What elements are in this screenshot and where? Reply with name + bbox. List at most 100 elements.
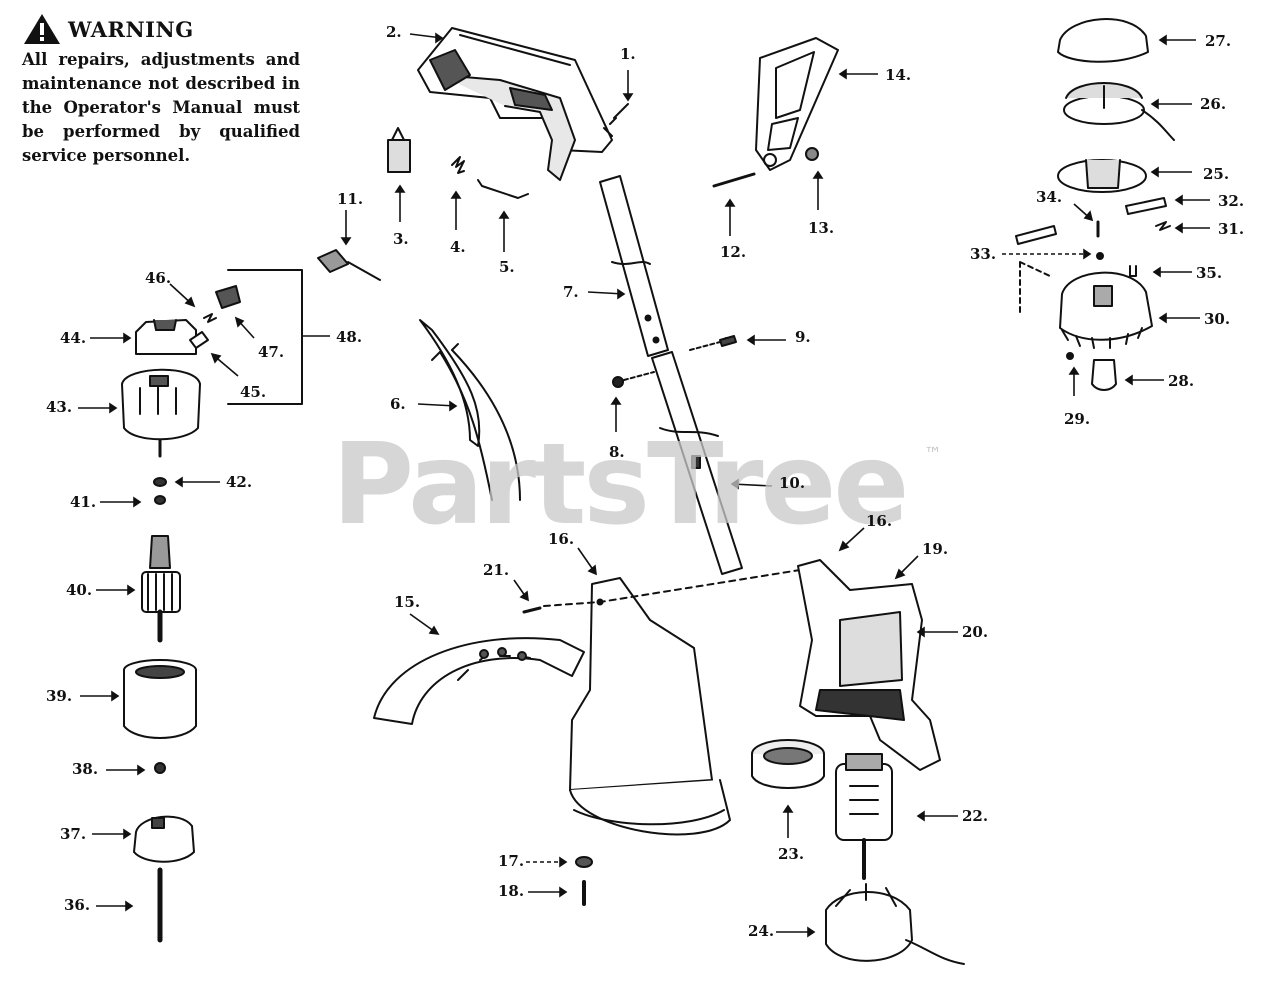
part-37-end-bell-lower <box>133 815 195 863</box>
callout-1[interactable]: 1. <box>620 45 636 63</box>
callout-8[interactable]: 8. <box>609 443 625 461</box>
part-28-bump-knob <box>1091 359 1117 391</box>
warning-text: All repairs, adjustments and maintenance… <box>22 50 300 165</box>
part-16-motor-housing-left <box>569 577 731 836</box>
callout-43[interactable]: 43. <box>46 398 73 416</box>
part-22-motor <box>835 753 893 880</box>
callout-33[interactable]: 33. <box>970 245 997 263</box>
callout-4[interactable]: 4. <box>450 238 466 256</box>
part-4-spring <box>451 156 465 174</box>
callout-5[interactable]: 5. <box>499 258 515 276</box>
callout-16-right[interactable]: 16. <box>866 512 893 530</box>
callout-32[interactable]: 32. <box>1218 192 1245 210</box>
callout-30[interactable]: 30. <box>1204 310 1231 328</box>
callout-45[interactable]: 45. <box>240 383 267 401</box>
callout-6[interactable]: 6. <box>390 395 406 413</box>
part-5-link <box>477 179 529 199</box>
callout-17[interactable]: 17. <box>498 852 525 870</box>
part-48-bracket <box>227 269 303 405</box>
warning-triangle-icon <box>24 14 60 44</box>
callout-37[interactable]: 37. <box>60 825 87 843</box>
callout-47[interactable]: 47. <box>258 343 285 361</box>
callout-2[interactable]: 2. <box>386 23 402 41</box>
part-24-hub <box>825 883 965 965</box>
callout-34[interactable]: 34. <box>1036 188 1063 206</box>
part-38-washer <box>154 762 166 774</box>
callout-44[interactable]: 44. <box>60 329 87 347</box>
part-17-washer <box>575 856 593 868</box>
callout-16-left[interactable]: 16. <box>548 530 575 548</box>
part-29-ball <box>1066 352 1074 360</box>
callout-3[interactable]: 3. <box>393 230 409 248</box>
part-27-cap <box>1057 18 1149 63</box>
part-34-dot <box>1096 252 1104 260</box>
part-13-knob <box>805 147 819 161</box>
callout-20[interactable]: 20. <box>962 623 989 641</box>
part-26-spool <box>1063 82 1175 141</box>
part-35-clip <box>1129 265 1137 277</box>
callout-27[interactable]: 27. <box>1205 32 1232 50</box>
part-39-field-housing <box>123 659 197 739</box>
part-43-end-bell <box>121 368 201 458</box>
part-6-cord <box>419 319 521 501</box>
partstree-watermark: PartsTree <box>332 420 909 550</box>
callout-21[interactable]: 21. <box>483 561 510 579</box>
part-21-screw <box>522 606 542 614</box>
warning-notice: WARNING All repairs, adjustments and mai… <box>22 12 300 168</box>
callout-35[interactable]: 35. <box>1196 264 1223 282</box>
callout-22[interactable]: 22. <box>962 807 989 825</box>
callout-26[interactable]: 26. <box>1200 95 1227 113</box>
callout-9[interactable]: 9. <box>795 328 811 346</box>
part-12-bolt <box>712 172 756 188</box>
callout-13[interactable]: 13. <box>808 219 835 237</box>
part-3-switch <box>387 127 411 173</box>
callout-18[interactable]: 18. <box>498 882 525 900</box>
callout-36[interactable]: 36. <box>64 896 91 914</box>
callout-42[interactable]: 42. <box>226 473 253 491</box>
callout-48[interactable]: 48. <box>336 328 363 346</box>
callout-19[interactable]: 19. <box>922 540 949 558</box>
part-10-lower-tube <box>651 351 743 575</box>
part-7-upper-tube <box>599 175 669 357</box>
callout-23[interactable]: 23. <box>778 845 805 863</box>
part-8-nut <box>612 376 624 388</box>
part-32-pin <box>1125 197 1167 215</box>
part-31-spring <box>1155 221 1171 231</box>
callout-24[interactable]: 24. <box>748 922 775 940</box>
callout-10[interactable]: 10. <box>779 474 806 492</box>
part-44-brush-holder <box>135 319 197 355</box>
callout-12[interactable]: 12. <box>720 243 747 261</box>
part-47-terminal <box>215 285 241 309</box>
part-40-armature <box>141 535 181 643</box>
part-25-spool-base <box>1057 159 1147 193</box>
part-41-washer <box>154 495 166 505</box>
part-2-handle-housing <box>417 27 613 181</box>
part-46-spring <box>203 313 217 323</box>
callout-38[interactable]: 38. <box>72 760 99 778</box>
part-42-washer <box>153 477 167 487</box>
trademark-symbol: ™ <box>924 444 942 465</box>
callout-29[interactable]: 29. <box>1064 410 1091 428</box>
part-1-screw <box>603 103 629 137</box>
part-23-bearing-cap <box>751 739 825 789</box>
callout-25[interactable]: 25. <box>1203 165 1230 183</box>
callout-31[interactable]: 31. <box>1218 220 1245 238</box>
callout-39[interactable]: 39. <box>46 687 73 705</box>
part-14-assist-handle <box>755 37 839 171</box>
callout-7[interactable]: 7. <box>563 283 579 301</box>
callout-41[interactable]: 41. <box>70 493 97 511</box>
part-33-pin <box>1015 225 1057 245</box>
part-9-bolt-head <box>719 335 737 347</box>
part-45-brush <box>189 331 209 349</box>
callout-40[interactable]: 40. <box>66 581 93 599</box>
warning-title: WARNING <box>68 16 194 42</box>
callout-11[interactable]: 11. <box>337 190 364 208</box>
callout-14[interactable]: 14. <box>885 66 912 84</box>
callout-28[interactable]: 28. <box>1168 372 1195 390</box>
part-30-hub <box>1059 271 1153 349</box>
callout-46[interactable]: 46. <box>145 269 172 287</box>
part-15-guard <box>373 637 585 725</box>
callout-15[interactable]: 15. <box>394 593 421 611</box>
